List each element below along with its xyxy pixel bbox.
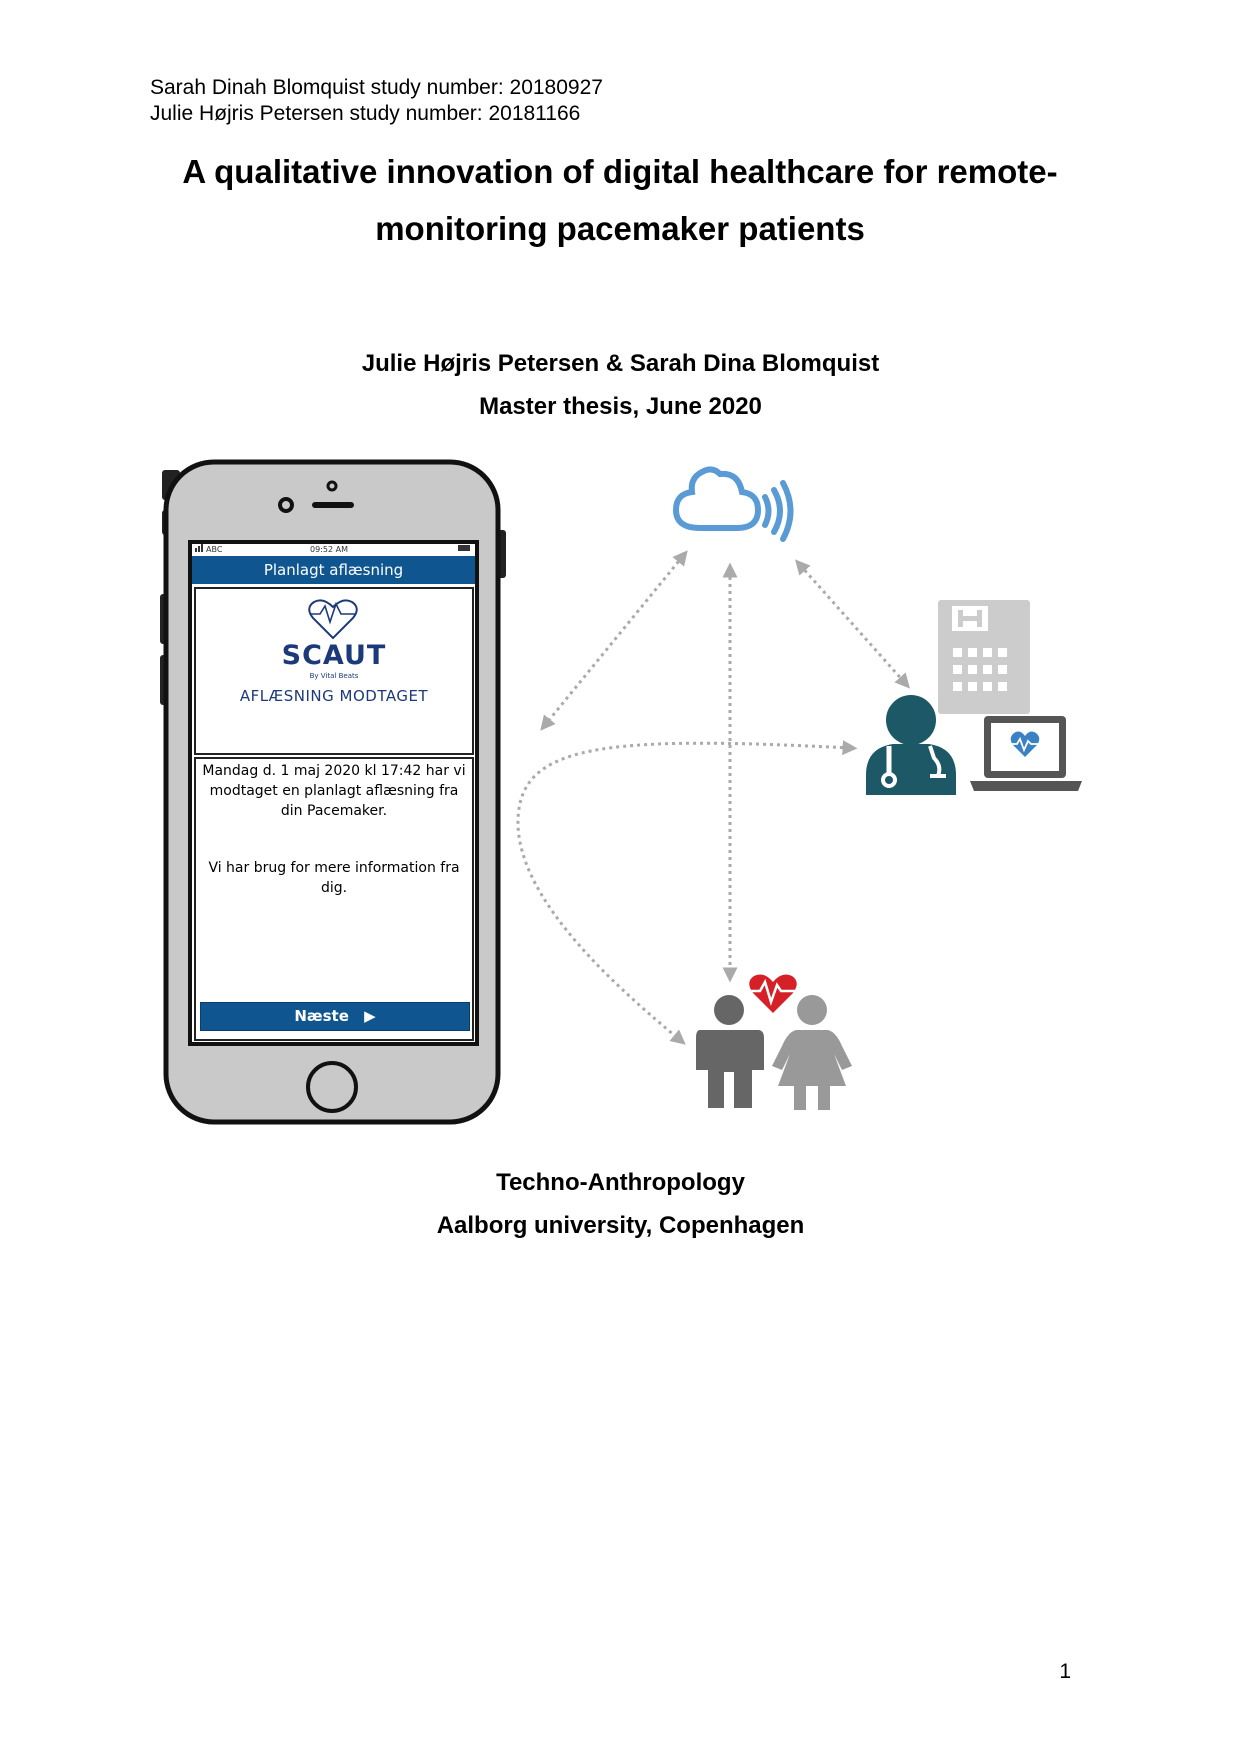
play-arrow-icon: ▶	[364, 1007, 376, 1025]
subtitle: Master thesis, June 2020	[479, 393, 762, 420]
connector-clinic-patients	[516, 740, 858, 1045]
next-button-label: Næste	[294, 1007, 349, 1025]
authors: Julie Højris Petersen & Sarah Dina Blomq…	[361, 350, 880, 377]
brand-sub: By Vital Beats	[309, 672, 359, 680]
title-line-2: monitoring pacemaker patients	[375, 210, 865, 247]
connector-cloud-phone	[540, 550, 688, 731]
university: Aalborg university, Copenhagen	[436, 1212, 805, 1239]
header-line-1: Sarah Dinah Blomquist study number: 2018…	[150, 76, 603, 99]
brand-logo-text: SCAUT	[281, 640, 387, 671]
status-carrier: ABC	[206, 545, 223, 554]
app-header-label: Planlagt aflæsning	[263, 561, 404, 579]
connector-cloud-clinic	[795, 559, 910, 689]
phone-frame	[160, 459, 506, 1125]
cloud-wireless-icon	[672, 466, 794, 542]
message-reading: Mandag d. 1 maj 2020 kl 17:42 har vi mod…	[202, 763, 466, 819]
header-line-2: Julie Højris Petersen study number: 2018…	[150, 102, 581, 125]
message-info-request: Vi har brug for mere information fra dig…	[208, 860, 460, 896]
status-time: 09:52 AM	[310, 545, 348, 554]
laptop-heart-icon	[970, 716, 1082, 791]
received-label: AFLÆSNING MODTAGET	[239, 687, 429, 705]
department: Techno-Anthropology	[496, 1169, 745, 1196]
next-button[interactable]: Næste ▶	[200, 1002, 470, 1031]
doctor-icon	[866, 695, 956, 795]
title-line-1: A qualitative innovation of digital heal…	[182, 153, 1058, 190]
patients-heart-icon	[696, 974, 852, 1110]
hospital-icon	[938, 600, 1030, 714]
page-number: 1	[1059, 1660, 1071, 1683]
